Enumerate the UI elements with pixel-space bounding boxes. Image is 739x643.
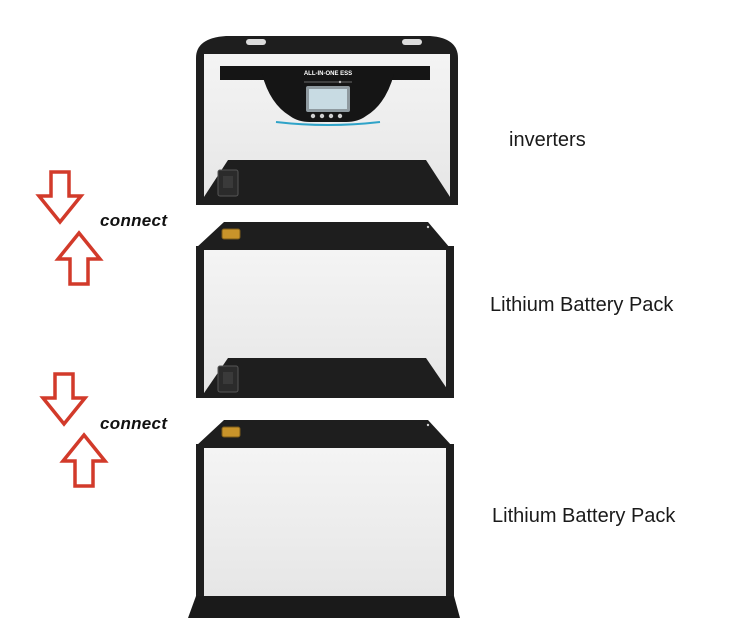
inverter-button-3 — [328, 113, 334, 119]
inverter-label: inverters — [509, 129, 586, 151]
battery-1-bottom-base — [202, 358, 452, 396]
inverter-button-1 — [310, 113, 316, 119]
battery-pack-1 — [196, 222, 454, 398]
battery-1-lid-rivet — [426, 225, 430, 229]
arrow-down-icon — [35, 170, 85, 225]
inverter-bottom-base — [202, 160, 452, 200]
battery-1-terminal — [221, 228, 241, 240]
inverter-unit: ALL-IN-ONE ESS — [196, 36, 458, 205]
inverter-connector-socket — [223, 176, 233, 188]
battery-1-top-lid — [196, 222, 450, 248]
battery-2-lid-rivet — [426, 423, 430, 427]
inverter-button-4 — [337, 113, 343, 119]
battery-2-label: Lithium Battery Pack — [492, 505, 676, 527]
arrow-down-icon — [39, 372, 89, 427]
arrow-up-icon — [54, 230, 104, 286]
inverter-accent-line — [275, 121, 381, 126]
battery-2-front-panel — [204, 448, 446, 596]
connect-label-upper: connect — [100, 211, 168, 230]
battery-2-foot — [188, 596, 460, 618]
inverter-lcd-screen — [309, 89, 347, 109]
connect-label-lower: connect — [100, 414, 168, 433]
battery-pack-2 — [188, 420, 460, 618]
inverter-indicator-dot — [338, 80, 342, 84]
arrow-up-icon — [59, 432, 109, 488]
battery-2-top-lid — [196, 420, 452, 446]
battery-1-connector-socket — [223, 372, 233, 384]
inverter-handle-right — [402, 39, 422, 45]
battery-1-label: Lithium Battery Pack — [490, 294, 674, 316]
inverter-handle-left — [246, 39, 266, 45]
inverter-button-2 — [319, 113, 325, 119]
inverter-brand-text: ALL-IN-ONE ESS — [304, 71, 352, 77]
battery-2-terminal — [221, 426, 241, 438]
